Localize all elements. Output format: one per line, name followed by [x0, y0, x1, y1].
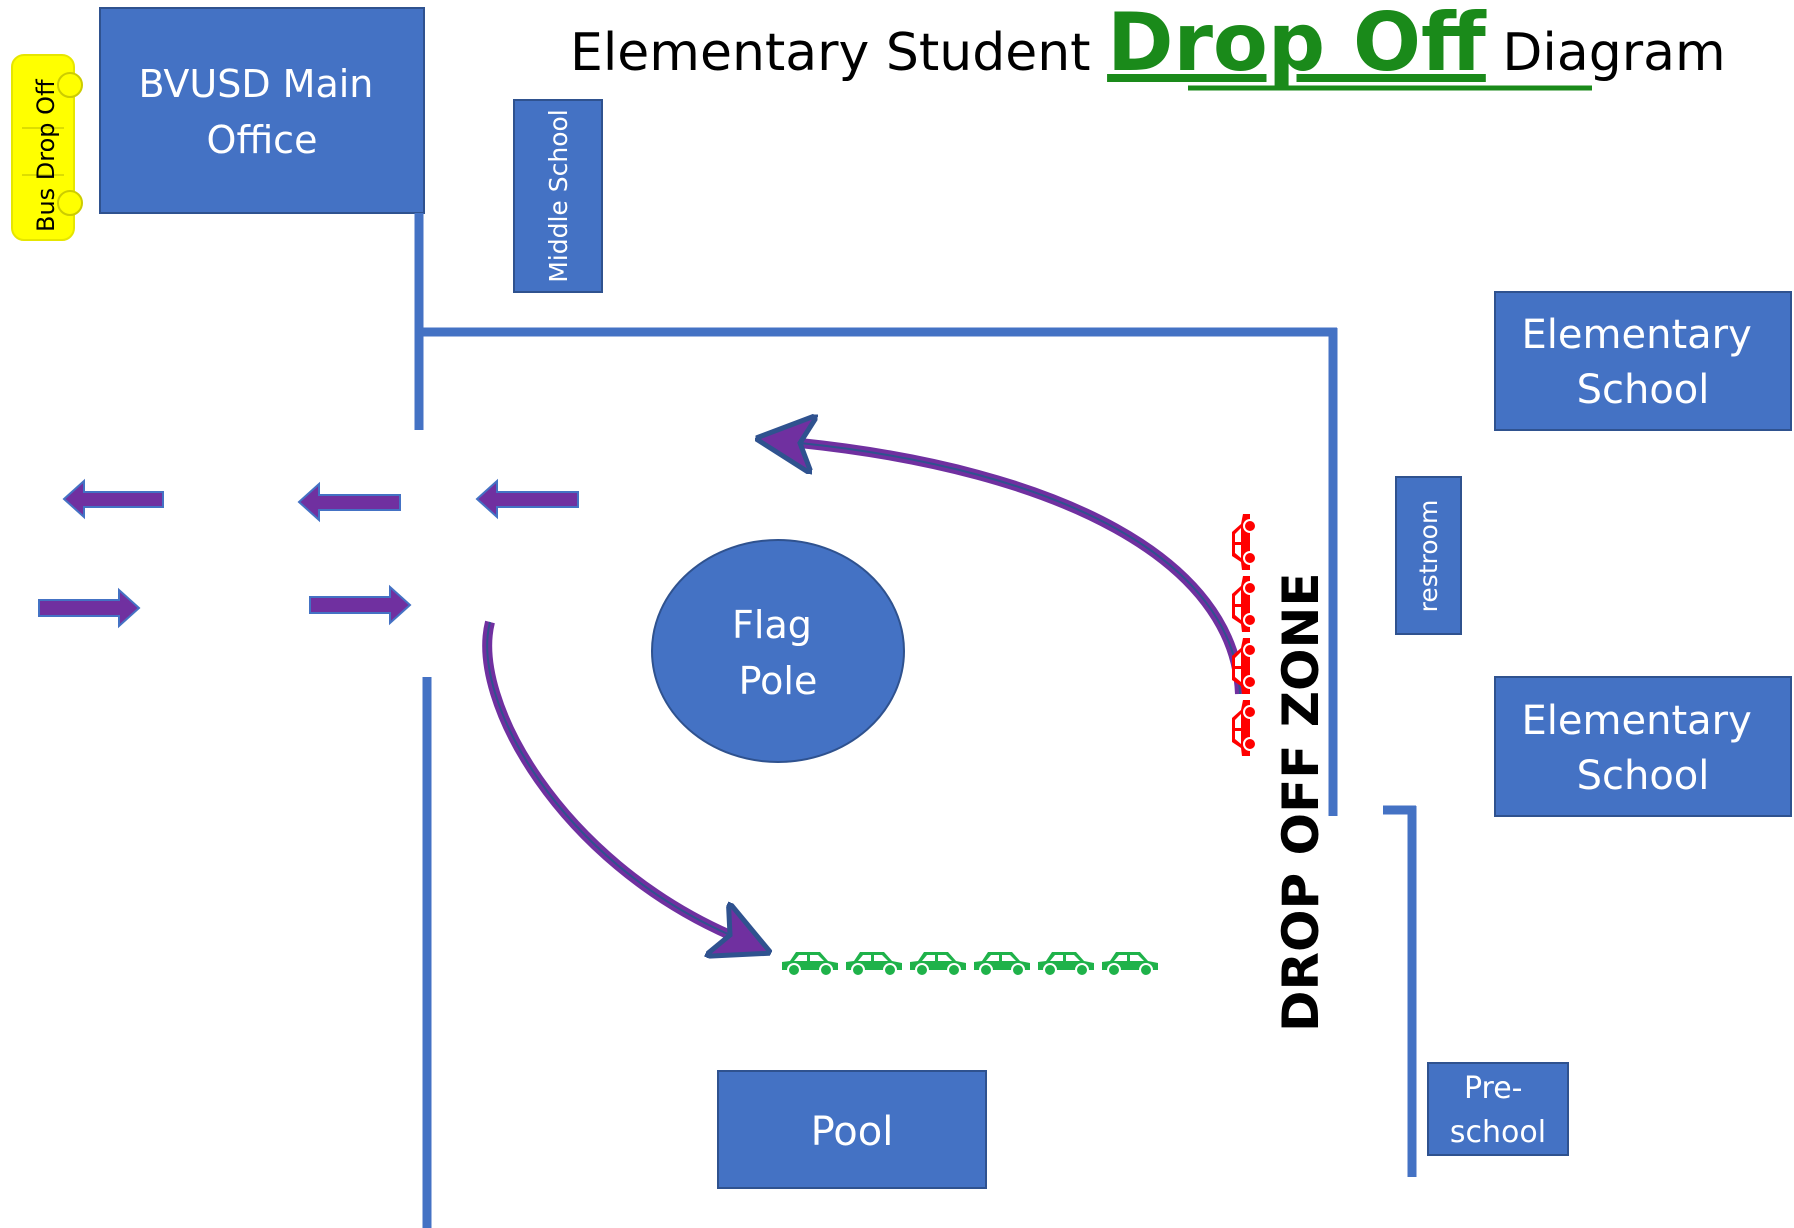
- page-title: Elementary Student Drop Off Diagram: [570, 0, 1726, 89]
- bus-drop-off: Bus Drop Off: [11, 54, 83, 241]
- svg-text:BVUSD Main Office: BVUSD Main Office: [139, 62, 386, 162]
- elementary-bottom-line-2: School: [1577, 753, 1710, 799]
- title-suffix: Diagram: [1486, 23, 1726, 83]
- svg-text:Elementary School: Elementary School: [1522, 312, 1765, 413]
- car-icon: [1232, 638, 1257, 694]
- car-icon: [1038, 952, 1094, 977]
- svg-text:Flag Pole: Flag Pole: [732, 603, 824, 703]
- arrow-icon: [297, 481, 401, 523]
- svg-text:Elementary School: Elementary School: [1522, 698, 1765, 799]
- arrow-icon: [38, 587, 141, 629]
- car-icon: [1232, 514, 1257, 570]
- bus-wheel: [57, 72, 83, 98]
- elementary-school-top: Elementary School: [1494, 291, 1792, 431]
- restroom: restroom: [1395, 476, 1462, 635]
- car-icon: [974, 952, 1030, 977]
- elementary-school-bottom: Elementary School: [1494, 676, 1792, 817]
- title-emphasis: Drop Off: [1107, 0, 1487, 89]
- drop-off-cars: [1232, 514, 1257, 756]
- drop-off-zone-label: DROP OFF ZONE: [1272, 572, 1330, 1032]
- preschool-line-2: school: [1450, 1115, 1546, 1150]
- car-icon: [910, 952, 966, 977]
- flag-pole-line-2: Pole: [739, 659, 818, 703]
- road-lines: [414, 213, 1417, 1228]
- middle-school: Middle School: [513, 99, 603, 293]
- bus-icon: [11, 54, 75, 241]
- elementary-bottom-line-1: Elementary: [1522, 698, 1752, 744]
- restroom-label: restroom: [1414, 500, 1443, 613]
- queued-cars: [782, 952, 1158, 977]
- car-icon: [1232, 576, 1257, 632]
- flag-pole-line-1: Flag: [732, 603, 812, 647]
- arrow-icon: [309, 584, 412, 626]
- preschool-line-1: Pre-: [1464, 1071, 1523, 1106]
- flag-pole: Flag Pole: [651, 539, 905, 763]
- car-icon: [1232, 700, 1257, 756]
- car-icon: [1102, 952, 1158, 977]
- car-icon: [782, 952, 838, 977]
- bus-label: Bus Drop Off: [32, 79, 60, 232]
- main-office: BVUSD Main Office: [99, 7, 425, 214]
- preschool: Pre- school: [1427, 1062, 1569, 1156]
- elementary-top-line-2: School: [1577, 367, 1710, 413]
- main-office-line-1: BVUSD Main: [139, 62, 374, 106]
- middle-school-label: Middle School: [544, 109, 573, 283]
- pool-label: Pool: [811, 1109, 894, 1155]
- arrow-icon: [475, 478, 579, 520]
- title-prefix: Elementary Student: [570, 23, 1107, 83]
- bus-wheel: [57, 190, 83, 216]
- car-icon: [846, 952, 902, 977]
- elementary-top-line-1: Elementary: [1522, 312, 1752, 358]
- svg-text:Pre- school: Pre- school: [1450, 1071, 1546, 1150]
- pool: Pool: [717, 1070, 987, 1189]
- main-office-line-2: Office: [207, 118, 318, 162]
- arrow-icon: [62, 478, 164, 520]
- direction-arrows: [38, 478, 579, 629]
- flow-curves: [482, 443, 1245, 935]
